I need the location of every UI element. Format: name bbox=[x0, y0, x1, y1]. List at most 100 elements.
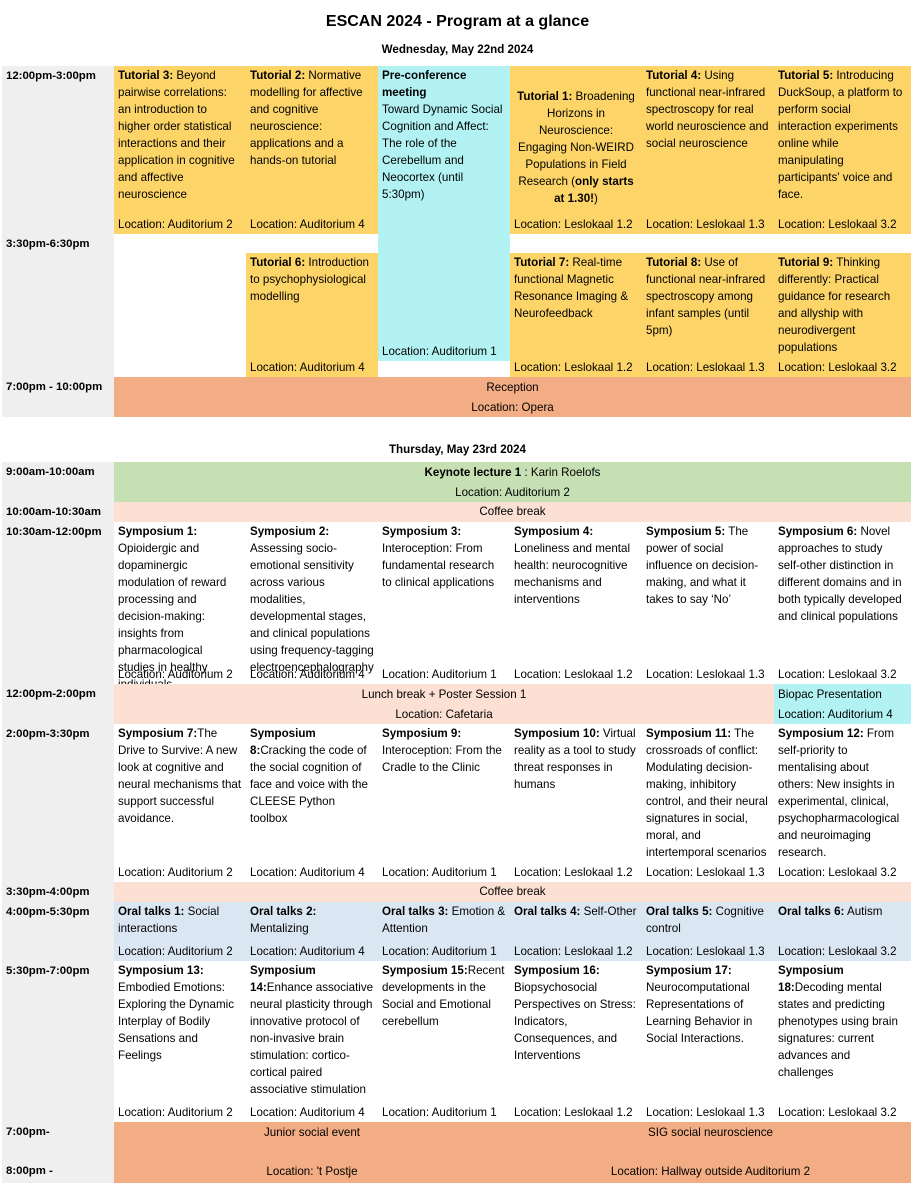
session-title: Oral talks 2: bbox=[250, 905, 317, 918]
session-location: Location: Leslokaal 3.2 bbox=[778, 866, 897, 879]
session-title: Tutorial 7: bbox=[514, 256, 570, 269]
session-oral-talks-4[interactable]: Oral talks 4: Self-Other Location: Leslo… bbox=[510, 902, 642, 961]
session-title: Symposium 7: bbox=[118, 727, 198, 740]
time-slot: 9:00am-10:00am bbox=[2, 462, 114, 502]
session-title: Symposium 2: bbox=[250, 525, 330, 538]
session-keynote[interactable]: Keynote lecture 1 : Karin Roelofs Locati… bbox=[114, 462, 911, 502]
session-location: Location: Leslokaal 1.2 bbox=[514, 218, 633, 231]
session-location: Location: Auditorium 2 bbox=[118, 218, 233, 231]
session-tutorial-7[interactable]: Tutorial 7: Real-time functional Magneti… bbox=[510, 253, 642, 377]
session-location: Location: Auditorium 4 bbox=[250, 218, 365, 231]
time-slot: 10:30am-12:00pm bbox=[2, 522, 114, 684]
sig-social-title[interactable]: SIG social neuroscience bbox=[647, 1126, 774, 1139]
session-description: Beyond pairwise correlations: an introdu… bbox=[118, 69, 235, 201]
session-description: Biopsychosocial Perspectives on Stress: … bbox=[514, 981, 636, 1062]
session-symposium-16[interactable]: Symposium 16: Biopsychosocial Perspectiv… bbox=[510, 961, 642, 1122]
session-reception[interactable]: Reception Location: Opera bbox=[114, 377, 911, 417]
session-description: The power of social influence on decisio… bbox=[646, 525, 759, 606]
session-title: Symposium 14: bbox=[250, 964, 316, 994]
session-title: Keynote lecture 1 bbox=[424, 466, 522, 479]
session-symposium-6[interactable]: Symposium 6: Novel approaches to study s… bbox=[774, 522, 911, 684]
session-location: Location: Leslokaal 1.3 bbox=[646, 218, 765, 231]
session-tutorial-2[interactable]: Tutorial 2: Normative modelling for affe… bbox=[246, 66, 378, 234]
session-pre-conference-meeting[interactable]: Pre-conference meeting Toward Dynamic So… bbox=[378, 66, 510, 361]
session-location: Location: Leslokaal 3.2 bbox=[778, 668, 897, 681]
coffee-break: Coffee break bbox=[114, 502, 911, 522]
session-symposium-15[interactable]: Symposium 15:Recent developments in the … bbox=[378, 961, 510, 1122]
session-biopac[interactable]: Biopac Presentation Location: Auditorium… bbox=[774, 684, 911, 724]
session-location: Location: Auditorium 2 bbox=[118, 866, 233, 879]
session-location: Location: Leslokaal 1.2 bbox=[514, 361, 633, 374]
session-symposium-7[interactable]: Symposium 7:The Drive to Survive: A new … bbox=[114, 724, 246, 882]
session-symposium-11[interactable]: Symposium 11: The crossroads of conflict… bbox=[642, 724, 774, 882]
session-title: Symposium 13: bbox=[118, 964, 204, 977]
session-lunch-poster[interactable]: Lunch break + Poster Session 1 Location:… bbox=[114, 684, 774, 724]
session-location: Location: Auditorium 4 bbox=[250, 361, 365, 374]
session-symposium-14[interactable]: Symposium 14:Enhance associative neural … bbox=[246, 961, 378, 1122]
session-oral-talks-6[interactable]: Oral talks 6: Autism Location: Leslokaal… bbox=[774, 902, 911, 961]
session-location: Location: Auditorium 2 bbox=[118, 668, 233, 681]
session-title: Symposium 3: bbox=[382, 525, 462, 538]
session-title: Tutorial 3: bbox=[118, 69, 174, 82]
session-symposium-1[interactable]: Symposium 1: Opioidergic and dopaminergi… bbox=[114, 522, 246, 684]
session-tutorial-8[interactable]: Tutorial 8: Use of functional near-infra… bbox=[642, 253, 774, 377]
session-location: Location: Leslokaal 3.2 bbox=[778, 1106, 897, 1119]
session-tutorial-3[interactable]: Tutorial 3: Beyond pairwise correlations… bbox=[114, 66, 246, 234]
session-symposium-17[interactable]: Symposium 17: Neurocomputational Represe… bbox=[642, 961, 774, 1122]
session-tutorial-6[interactable]: Tutorial 6: Introduction to psychophysio… bbox=[246, 253, 378, 377]
session-symposium-8[interactable]: Symposium 8:Cracking the code of the soc… bbox=[246, 724, 378, 882]
session-location: Location: Leslokaal 3.2 bbox=[778, 361, 897, 374]
session-symposium-3[interactable]: Symposium 3: Interoception: From fundame… bbox=[378, 522, 510, 684]
session-tutorial-5[interactable]: Tutorial 5: Introducing DuckSoup, a plat… bbox=[774, 66, 911, 234]
session-description: Emotion & Attention bbox=[382, 905, 506, 935]
session-location: Location: Leslokaal 1.2 bbox=[514, 668, 633, 681]
session-tutorial-9[interactable]: Tutorial 9: Thinking differently: Practi… bbox=[774, 253, 911, 377]
session-note-close: ) bbox=[594, 192, 598, 205]
session-description: Thinking differently: Practical guidance… bbox=[778, 256, 891, 354]
session-description: Virtual reality as a tool to study threa… bbox=[514, 727, 636, 791]
session-title: Symposium 6: bbox=[778, 525, 858, 538]
session-symposium-2[interactable]: Symposium 2: Assessing socio-emotional s… bbox=[246, 522, 378, 684]
session-oral-talks-3[interactable]: Oral talks 3: Emotion & Attention Locati… bbox=[378, 902, 510, 961]
session-symposium-18[interactable]: Symposium 18:Decoding mental states and … bbox=[774, 961, 911, 1122]
session-description: Recent developments in the Social and Em… bbox=[382, 964, 505, 1028]
session-location: Location: Auditorium 1 bbox=[382, 1106, 497, 1119]
session-title: Tutorial 6: bbox=[250, 256, 306, 269]
session-title: Oral talks 6: bbox=[778, 905, 845, 918]
session-location: Location: Auditorium 4 bbox=[778, 708, 893, 721]
session-symposium-13[interactable]: Symposium 13: Embodied Emotions: Explori… bbox=[114, 961, 246, 1122]
session-title: Pre-conference meeting bbox=[382, 69, 467, 99]
session-location: Location: Leslokaal 1.3 bbox=[646, 866, 765, 879]
session-title: Reception bbox=[486, 381, 539, 394]
session-description: Novel approaches to study self-other dis… bbox=[778, 525, 902, 623]
junior-social-event-title[interactable]: Junior social event bbox=[263, 1126, 361, 1139]
session-title: Tutorial 4: bbox=[646, 69, 702, 82]
session-symposium-9[interactable]: Symposium 9: Interoception: From the Cra… bbox=[378, 724, 510, 882]
session-description: Introducing DuckSoup, a platform to perf… bbox=[778, 69, 903, 201]
session-oral-talks-1[interactable]: Oral talks 1: Social interactions Locati… bbox=[114, 902, 246, 961]
session-title: Symposium 16: bbox=[514, 964, 600, 977]
session-location: Location: Auditorium 4 bbox=[250, 945, 365, 958]
session-title: Biopac Presentation bbox=[778, 688, 882, 701]
session-description: Embodied Emotions: Exploring the Dynamic… bbox=[118, 981, 234, 1062]
session-title: Symposium 10: bbox=[514, 727, 600, 740]
time-slot: 10:00am-10:30am bbox=[2, 502, 114, 522]
session-location: Location: Auditorium 4 bbox=[250, 1106, 365, 1119]
session-symposium-4[interactable]: Symposium 4: Loneliness and mental healt… bbox=[510, 522, 642, 684]
session-symposium-5[interactable]: Symposium 5: The power of social influen… bbox=[642, 522, 774, 684]
session-title: Oral talks 4: bbox=[514, 905, 581, 918]
session-location: Location: Leslokaal 3.2 bbox=[778, 945, 897, 958]
evening-social-block bbox=[114, 1122, 911, 1183]
session-description: Neurocomputational Representations of Le… bbox=[646, 981, 753, 1045]
session-oral-talks-2[interactable]: Oral talks 2: Mentalizing Location: Audi… bbox=[246, 902, 378, 961]
sig-social-location: Location: Hallway outside Auditorium 2 bbox=[610, 1165, 811, 1178]
session-description: Interoception: From the Cradle to the Cl… bbox=[382, 744, 502, 774]
session-tutorial-4[interactable]: Tutorial 4: Using functional near-infrar… bbox=[642, 66, 774, 234]
session-symposium-12[interactable]: Symposium 12: From self-priority to ment… bbox=[774, 724, 911, 882]
session-location: Location: Auditorium 2 bbox=[118, 1106, 233, 1119]
session-tutorial-1[interactable]: Tutorial 1: Broadening Horizons in Neuro… bbox=[510, 66, 642, 234]
session-title: Oral talks 5: bbox=[646, 905, 713, 918]
session-oral-talks-5[interactable]: Oral talks 5: Cognitive control Location… bbox=[642, 902, 774, 961]
time-slot: 2:00pm-3:30pm bbox=[2, 724, 114, 882]
session-symposium-10[interactable]: Symposium 10: Virtual reality as a tool … bbox=[510, 724, 642, 882]
